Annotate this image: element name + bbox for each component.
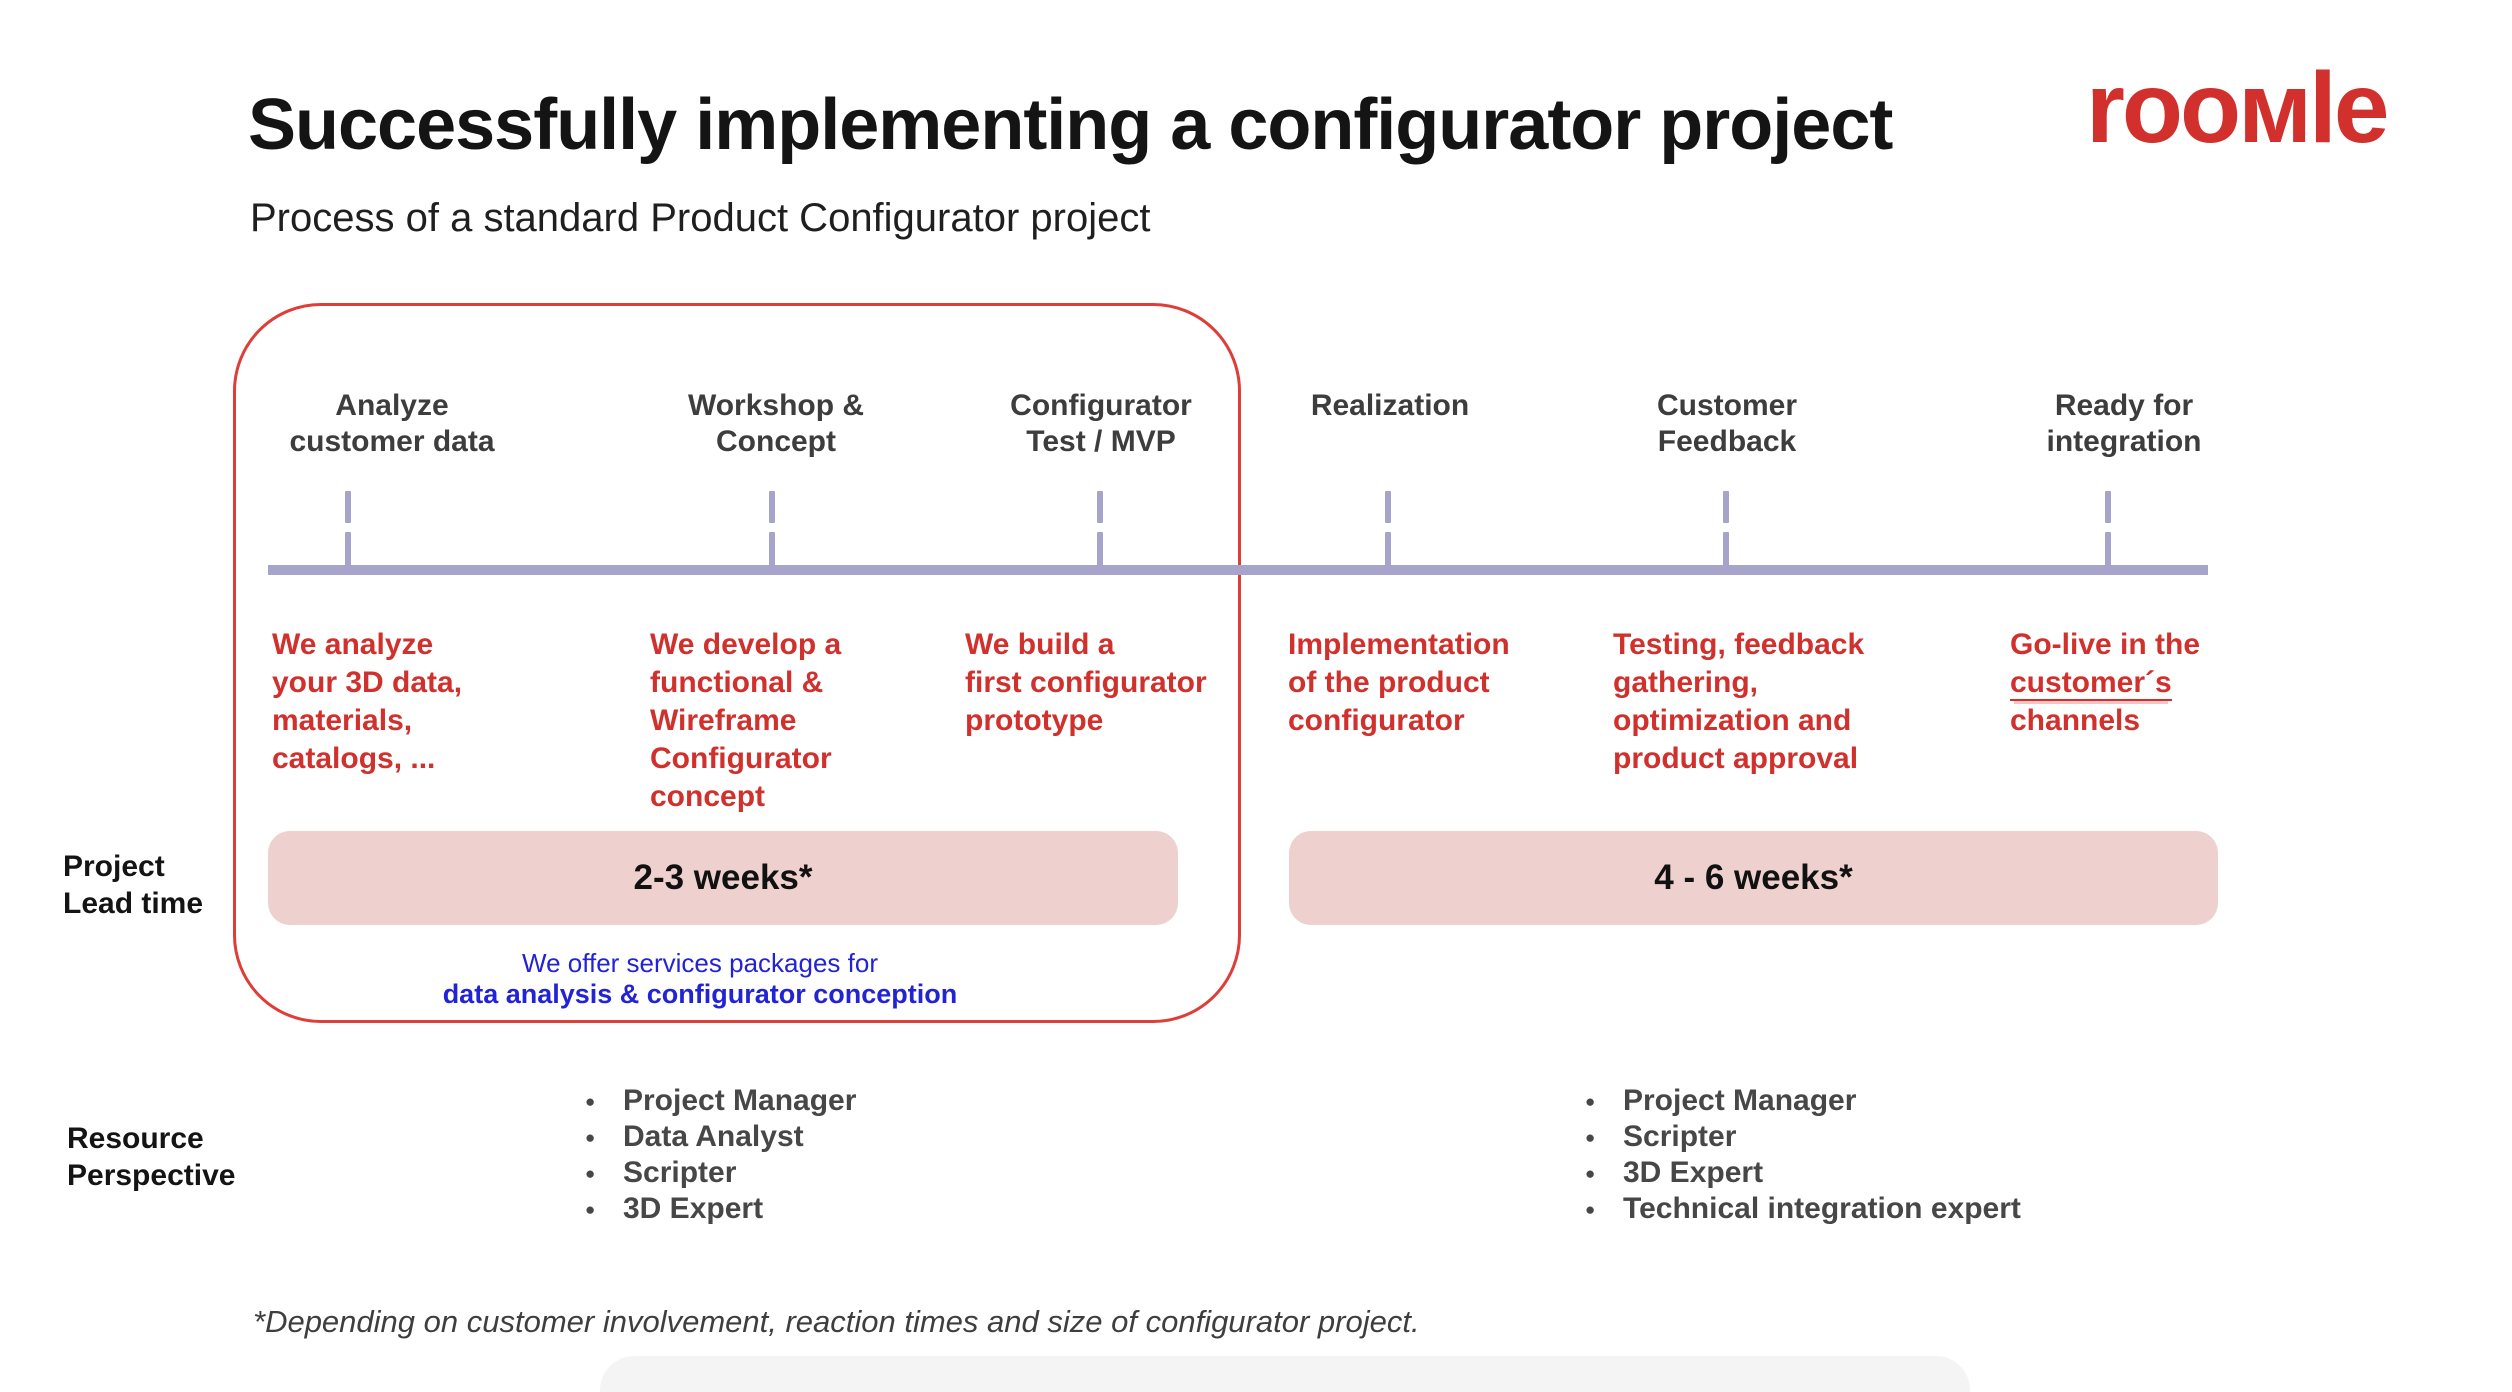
list-item: ● 3D Expert <box>585 1192 856 1228</box>
bullet-icon: ● <box>1585 1200 1596 1219</box>
phase-label-analyze: Analyze customer data <box>289 389 495 458</box>
golive-underlined-word: customer´s <box>2010 666 2172 701</box>
phase-label-realization: Realization <box>1310 389 1470 422</box>
services-note-line1: We offer services packages for <box>522 948 878 978</box>
timeline-tick-icon <box>769 491 775 523</box>
page-title: Successfully implementing a configurator… <box>248 85 1893 165</box>
bullet-icon: ● <box>585 1128 596 1147</box>
lead-time-bar-2: 4 - 6 weeks* <box>1289 831 2218 925</box>
resource-item-label: 3D Expert <box>1623 1156 1764 1189</box>
bullet-icon: ● <box>1585 1164 1596 1183</box>
lead-time-bar-2-text: 4 - 6 weeks* <box>1654 858 1853 897</box>
services-note-line2: data analysis & configurator conception <box>442 979 958 1009</box>
phase-desc-golive: Go-live in the customer´s channels <box>2010 626 2200 740</box>
roomle-logo: rooмle <box>2086 52 2389 164</box>
list-item: ● Data Analyst <box>585 1120 856 1156</box>
lead-time-bar-1: 2-3 weeks* <box>268 831 1178 925</box>
lead-time-row-label: Project Lead time <box>63 850 204 920</box>
timeline-tick-icon <box>1097 491 1103 523</box>
list-item: ● Scripter <box>585 1156 856 1192</box>
phase-desc-realization: Implementation of the product configurat… <box>1288 628 1510 737</box>
bottom-sheet-edge <box>600 1356 1970 1392</box>
resource-item-label: Project Manager <box>1623 1084 1857 1117</box>
timeline-tick-icon <box>2105 532 2111 566</box>
resource-item-label: Scripter <box>1623 1120 1737 1153</box>
resource-item-label: Technical integration expert <box>1623 1192 2021 1225</box>
resource-list-left: ● Project Manager ● Data Analyst ● Scripter… <box>585 1084 856 1228</box>
phase-desc-analyze: We analyze your 3D data, materials, cata… <box>272 628 463 775</box>
golive-line1: Go-live in the <box>2010 628 2201 661</box>
timeline-tick-icon <box>769 532 775 566</box>
phase-desc-workshop: We develop a functional & Wireframe Conf… <box>650 628 842 813</box>
timeline-tick-icon <box>2105 491 2111 523</box>
resource-item-label: 3D Expert <box>623 1192 764 1225</box>
timeline-tick-icon <box>345 532 351 566</box>
list-item: ● Scripter <box>1585 1120 2021 1156</box>
timeline-tick-icon <box>1723 532 1729 566</box>
lead-time-bar-1-text: 2-3 weeks* <box>633 858 813 897</box>
list-item: ● Project Manager <box>1585 1084 2021 1120</box>
list-item: ● Technical integration expert <box>1585 1192 2021 1228</box>
bullet-icon: ● <box>585 1200 596 1219</box>
resource-item-label: Project Manager <box>623 1084 857 1117</box>
footnote: *Depending on customer involvement, reac… <box>253 1304 1420 1339</box>
timeline-line <box>268 565 2208 575</box>
bullet-icon: ● <box>1585 1092 1596 1111</box>
resource-row-label: Resource Perspective <box>67 1122 236 1192</box>
timeline-tick-icon <box>1385 491 1391 523</box>
golive-line3: channels <box>2010 704 2141 737</box>
bullet-icon: ● <box>585 1092 596 1111</box>
services-note: We offer services packages for data anal… <box>420 948 980 1010</box>
phase-desc-feedback: Testing, feedback gathering, optimizatio… <box>1613 628 1865 775</box>
list-item: ● Project Manager <box>585 1084 856 1120</box>
phase-label-workshop: Workshop & Concept <box>687 389 865 458</box>
phase-label-integration: Ready for integration <box>2046 389 2202 458</box>
list-item: ● 3D Expert <box>1585 1156 2021 1192</box>
resource-item-label: Data Analyst <box>623 1120 804 1153</box>
page-subtitle: Process of a standard Product Configurat… <box>250 196 1151 240</box>
bullet-icon: ● <box>585 1164 596 1183</box>
resource-item-label: Scripter <box>623 1156 737 1189</box>
resource-list-right: ● Project Manager ● Scripter ● 3D Expert ● T… <box>1585 1084 2021 1228</box>
timeline-tick-icon <box>1097 532 1103 566</box>
phase-desc-test-mvp: We build a first configurator prototype <box>965 628 1207 737</box>
phase-label-feedback: Customer Feedback <box>1656 389 1798 458</box>
timeline-tick-icon <box>345 491 351 523</box>
bullet-icon: ● <box>1585 1128 1596 1147</box>
timeline-tick-icon <box>1723 491 1729 523</box>
phase-label-test-mvp: Configurator Test / MVP <box>1010 389 1192 458</box>
timeline-tick-icon <box>1385 532 1391 566</box>
phase-group-outline <box>233 303 1241 1023</box>
